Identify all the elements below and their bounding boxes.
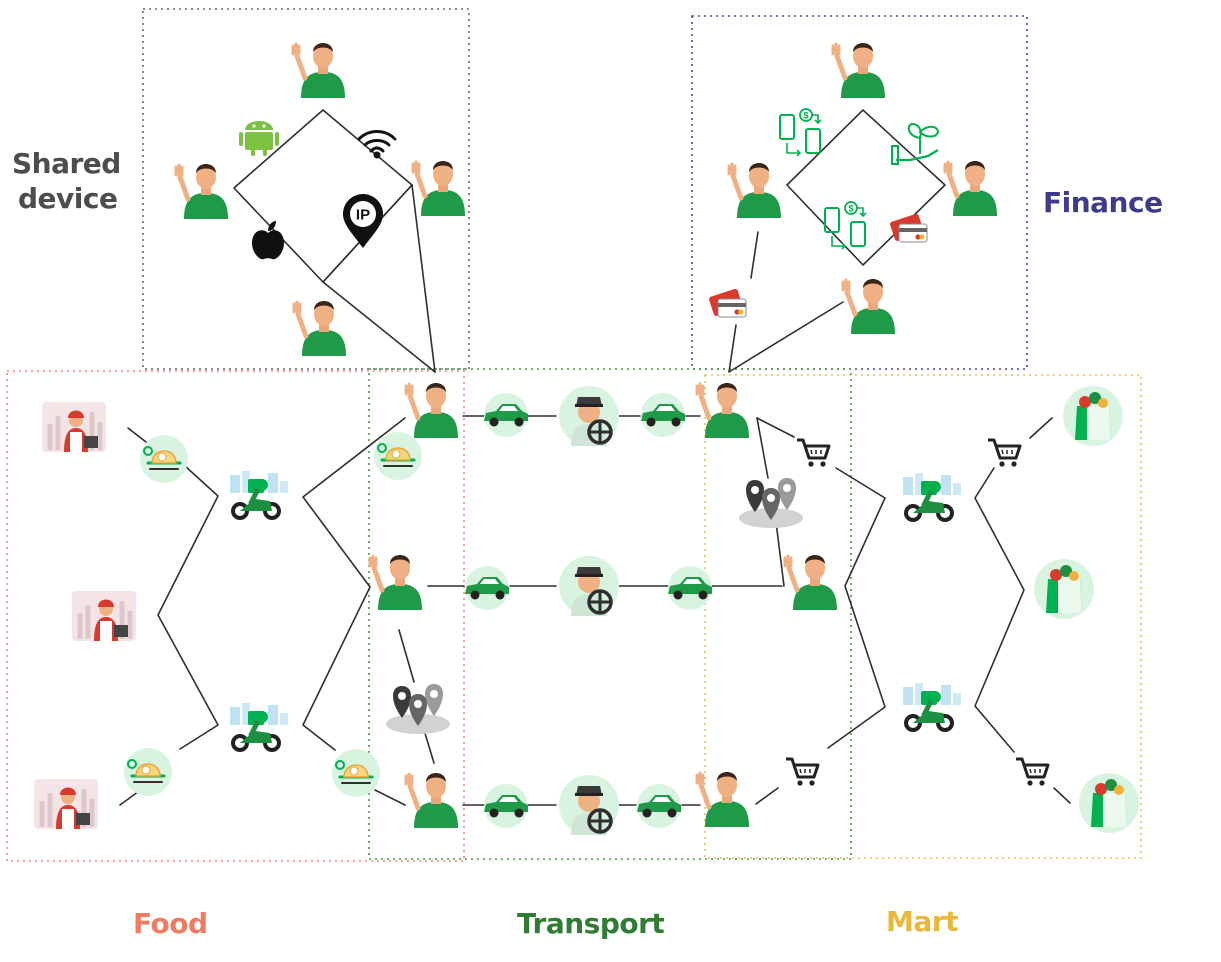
car-icon bbox=[465, 566, 509, 610]
edge-food-bike1-chain bbox=[157, 465, 219, 750]
user-finance-top bbox=[833, 43, 885, 98]
driver-icon bbox=[557, 773, 621, 837]
car-icon bbox=[484, 784, 528, 828]
edge-food4-user bbox=[374, 789, 406, 806]
user-shared-top bbox=[293, 43, 345, 98]
shared-device-box bbox=[142, 8, 470, 370]
mart-nodes bbox=[784, 386, 1139, 833]
investment-plant-icon bbox=[890, 122, 940, 166]
edge-finance-bottom-down bbox=[728, 301, 844, 373]
user-mart-row2 bbox=[785, 555, 837, 610]
group-boxes bbox=[6, 8, 1142, 862]
user-transport-row3 bbox=[406, 773, 458, 828]
mobile-payment-icon bbox=[779, 108, 822, 157]
food-merchant-icon bbox=[42, 402, 106, 452]
edge-loc-mart-down bbox=[775, 521, 785, 587]
credit-card-icon bbox=[888, 212, 928, 243]
wifi-icon bbox=[357, 130, 397, 159]
user-transport-row1 bbox=[406, 383, 458, 438]
ip-address-icon: IP bbox=[343, 194, 383, 248]
edge-bike-to-users bbox=[302, 417, 406, 751]
edge-loc-user-b bbox=[423, 729, 435, 764]
finance-box bbox=[691, 15, 1028, 370]
car-icon bbox=[484, 393, 528, 437]
label-shared-device: Shared device bbox=[12, 146, 121, 216]
food-order-icon bbox=[330, 747, 382, 799]
transport-box bbox=[368, 368, 852, 860]
edge-finance-diamond bbox=[786, 109, 946, 266]
food-order-icon bbox=[122, 746, 174, 798]
edge-loc-mart bbox=[756, 417, 769, 479]
food-order-icon bbox=[372, 430, 424, 482]
label-transport: Transport bbox=[517, 907, 665, 940]
transport-nodes bbox=[370, 383, 837, 837]
user-transport-row2 bbox=[370, 555, 422, 610]
food-merchant-icon bbox=[34, 779, 98, 829]
car-icon bbox=[668, 566, 712, 610]
user-shared-right bbox=[413, 161, 465, 216]
mobile-payment-icon bbox=[824, 201, 867, 250]
edge-shared-to-hub bbox=[411, 184, 436, 373]
grocery-bag-icon bbox=[1079, 773, 1139, 833]
shopping-cart-icon bbox=[784, 757, 820, 788]
mart-box bbox=[704, 374, 1142, 859]
label-food: Food bbox=[133, 907, 208, 940]
credit-card-icon bbox=[707, 287, 747, 318]
edge-finance-left-down bbox=[750, 231, 759, 279]
edge-user-loc-a bbox=[398, 629, 415, 683]
delivery-bike-icon bbox=[230, 703, 288, 750]
delivery-bike-icon bbox=[230, 471, 288, 518]
user-finance-bottom bbox=[843, 279, 895, 334]
driver-icon bbox=[557, 384, 621, 448]
shopping-cart-icon bbox=[1014, 757, 1050, 788]
food-nodes bbox=[34, 402, 424, 829]
location-pins-icon bbox=[739, 478, 803, 528]
shared-device-nodes: IP bbox=[176, 43, 465, 356]
label-shared-device-line2: device bbox=[18, 182, 118, 215]
grocery-bag-icon bbox=[1034, 559, 1094, 619]
shopping-cart-icon bbox=[795, 438, 831, 469]
food-box bbox=[6, 370, 465, 862]
driver-icon bbox=[557, 554, 621, 618]
finance-nodes bbox=[707, 43, 997, 334]
label-finance: Finance bbox=[1043, 186, 1163, 219]
user-finance-right bbox=[945, 161, 997, 216]
edge-merchant1-food bbox=[127, 427, 147, 443]
user-shared-bottom bbox=[294, 301, 346, 356]
food-merchant-icon bbox=[72, 591, 136, 641]
ip-badge-text: IP bbox=[356, 207, 370, 224]
user-finance-left bbox=[729, 163, 781, 218]
android-icon bbox=[239, 121, 279, 156]
shopping-cart-icon bbox=[986, 438, 1022, 469]
label-mart: Mart bbox=[886, 905, 958, 938]
label-shared-device-line1: Shared bbox=[12, 147, 121, 180]
apple-icon bbox=[252, 221, 284, 260]
food-order-icon bbox=[138, 433, 190, 485]
delivery-bike-icon bbox=[903, 683, 961, 730]
car-icon bbox=[641, 393, 685, 437]
delivery-bike-icon bbox=[903, 473, 961, 520]
car-icon bbox=[637, 784, 681, 828]
grocery-bag-icon bbox=[1063, 386, 1123, 446]
location-pins-icon bbox=[386, 684, 450, 734]
user-mart-row3 bbox=[697, 772, 749, 827]
user-shared-left bbox=[176, 164, 228, 219]
edge-shared-bottom-to-hub bbox=[322, 281, 436, 373]
edge-finance-card-down bbox=[728, 324, 737, 373]
